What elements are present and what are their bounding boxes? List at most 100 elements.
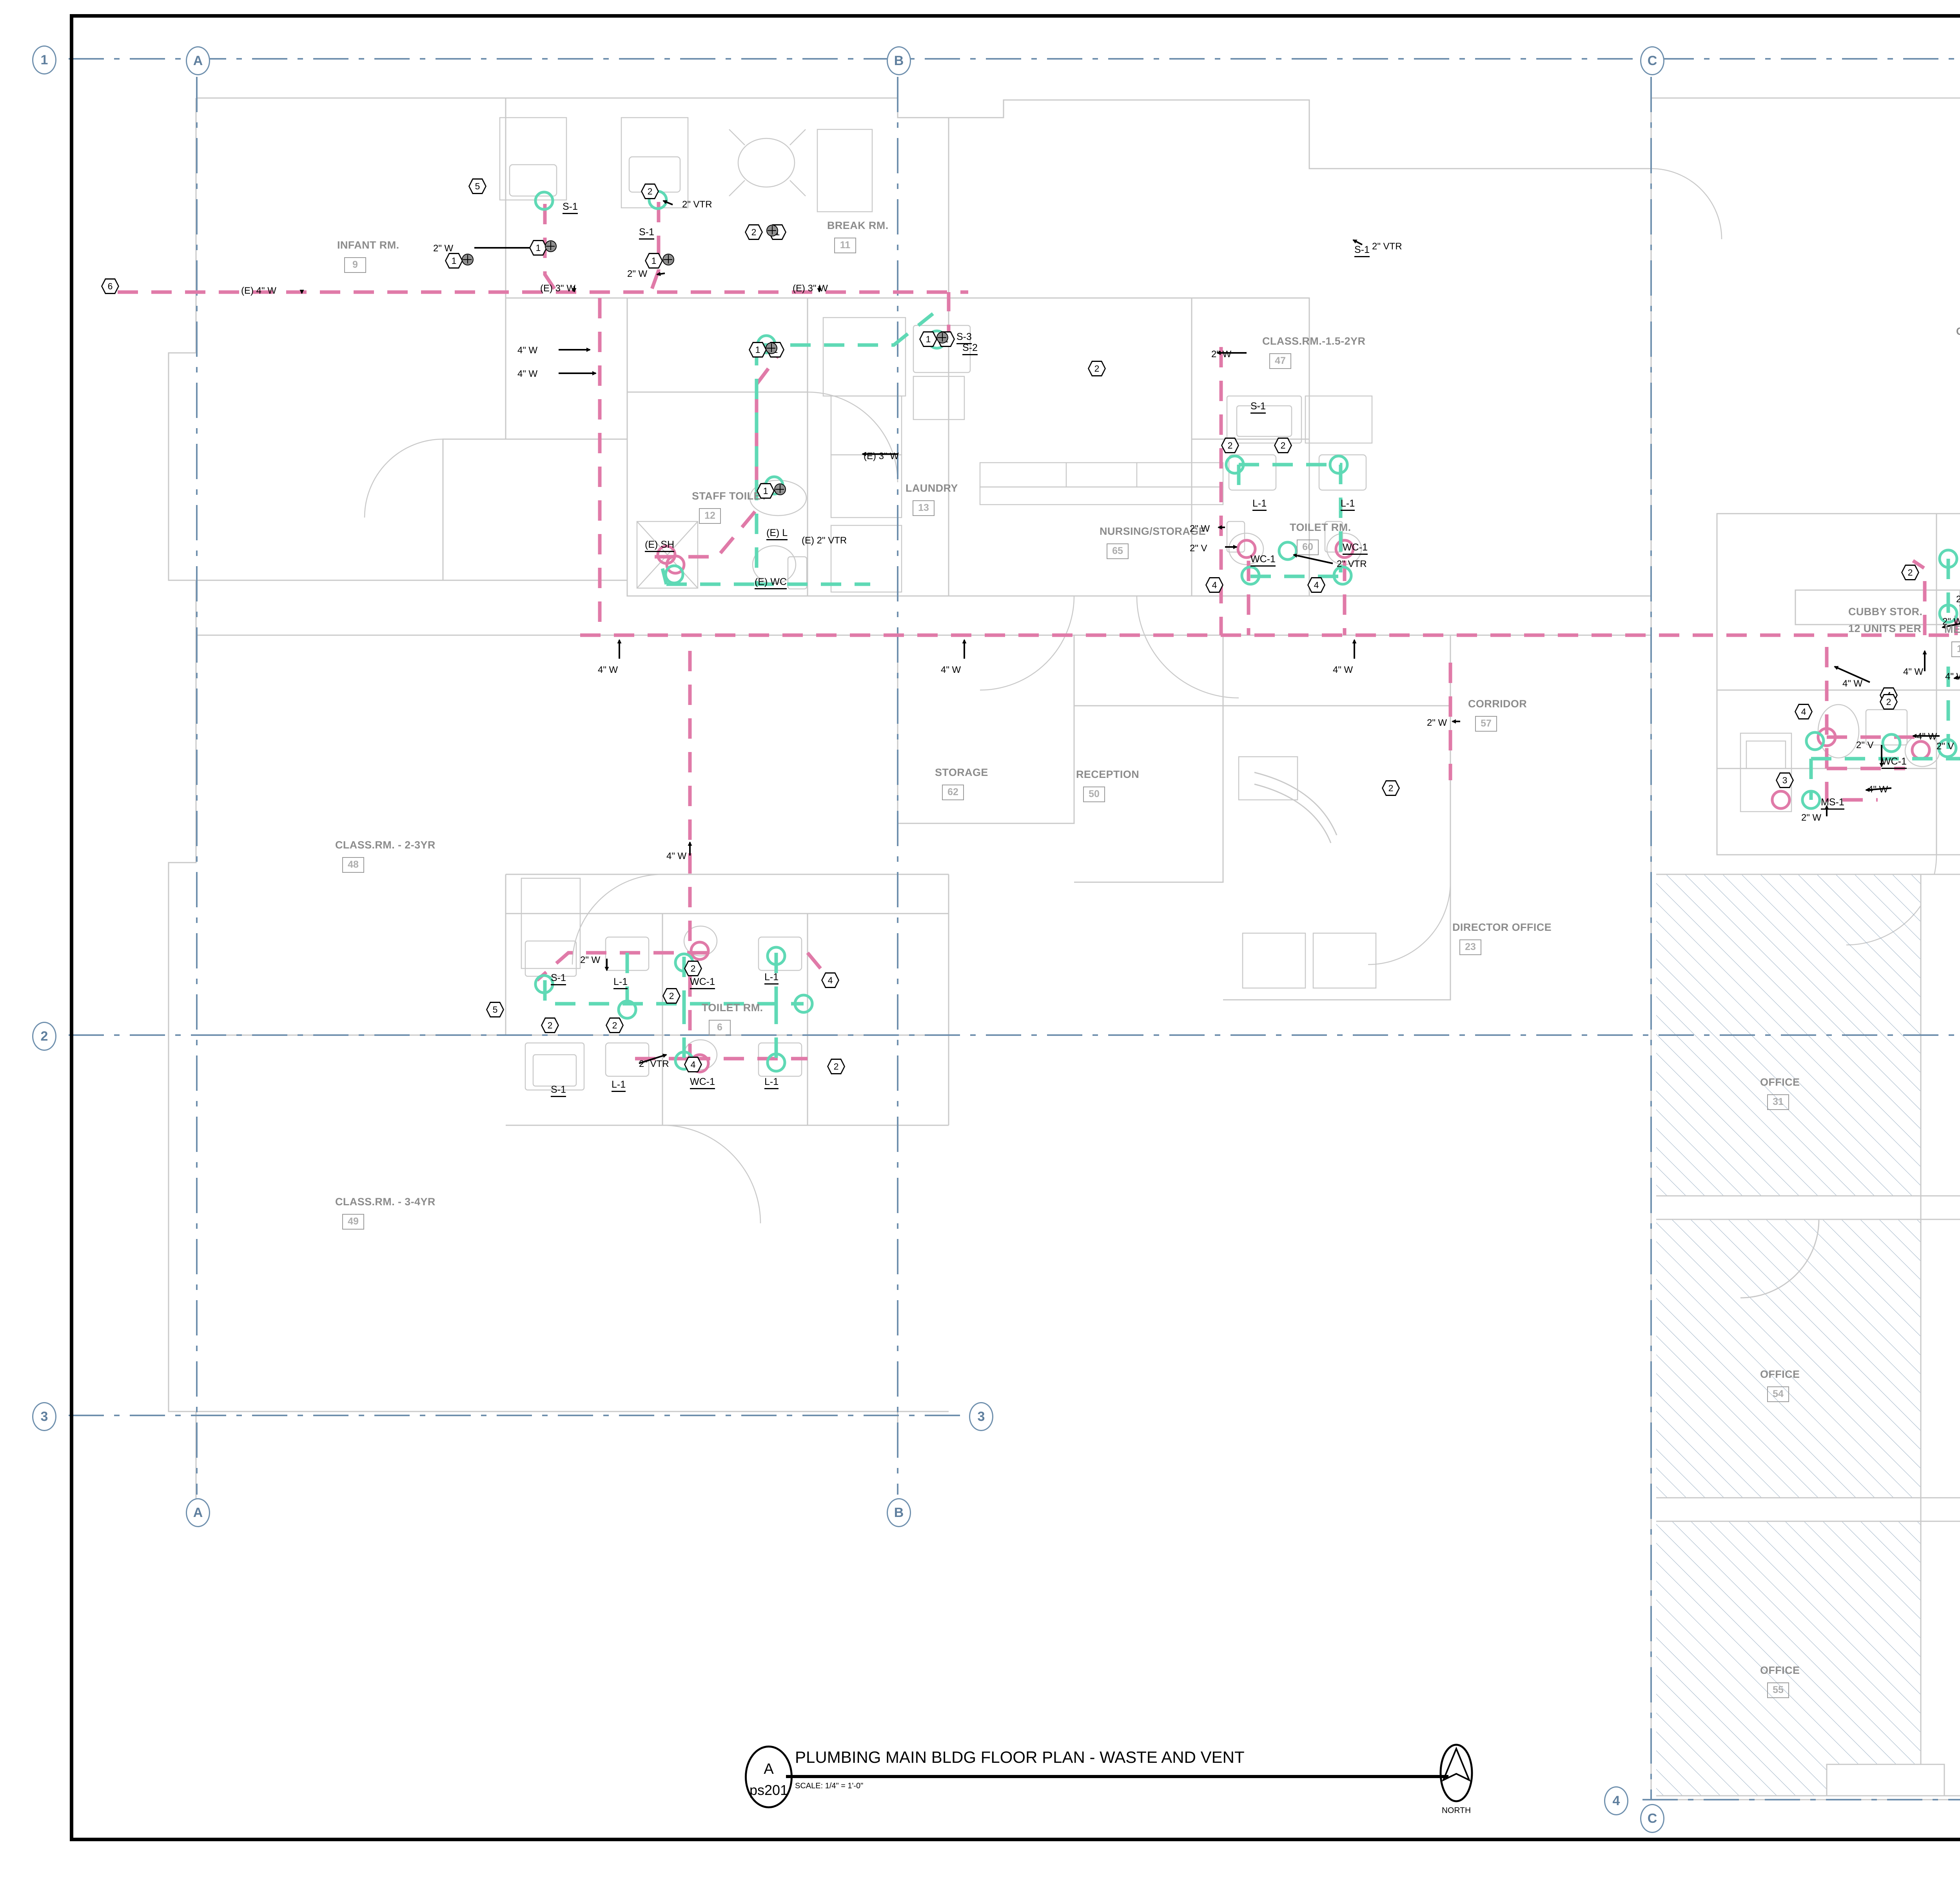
- room-name-label: TOILET RM.: [1290, 521, 1351, 533]
- keynote-hexagon-callout[interactable]: 2: [1901, 565, 1919, 580]
- pipe-size-label: 4" W: [517, 369, 538, 379]
- keynote-number: 4: [1308, 578, 1324, 592]
- pipe-size-label: 2" V: [1856, 740, 1874, 750]
- pipe-size-label: 4" W: [1333, 665, 1353, 675]
- keynote-hexagon-callout[interactable]: 4: [1205, 577, 1223, 593]
- room-name-label: RECEPTION: [1076, 768, 1140, 780]
- keynote-hexagon-callout[interactable]: 1: [529, 240, 547, 256]
- room-number-box: 23: [1459, 939, 1481, 955]
- keynote-hexagon-callout[interactable]: 1: [645, 253, 663, 269]
- pipe-size-label: (E) 3" W: [864, 451, 899, 461]
- keynote-hexagon-callout[interactable]: 4: [684, 1057, 702, 1072]
- keynote-hexagon-callout[interactable]: 4: [1307, 577, 1325, 593]
- keynote-hexagon-callout[interactable]: 2: [745, 224, 763, 240]
- keynote-hexagon-callout[interactable]: 2: [827, 1059, 845, 1074]
- keynote-hexagon-callout[interactable]: 1: [919, 331, 937, 347]
- pipe-size-label: 2" VTR: [682, 199, 712, 210]
- existing-connection-icon: [462, 254, 474, 265]
- room-name-label: CLASS.RM. - 3-4YR: [335, 1196, 436, 1208]
- fixture-tag: S-1: [639, 227, 654, 240]
- keynote-hexagon-callout[interactable]: 2: [1382, 780, 1400, 796]
- room-number-box: 65: [1107, 543, 1129, 559]
- pipe-size-label: 2" W: [580, 955, 601, 965]
- keynote-hexagon-callout[interactable]: 5: [468, 178, 486, 194]
- keynote-hexagon-callout[interactable]: 3: [1776, 772, 1794, 788]
- detail-reference-bubble[interactable]: A ps201: [745, 1746, 793, 1808]
- room-number-box: 12: [699, 508, 721, 524]
- room-number-box: 49: [342, 1214, 364, 1230]
- fixture-tag: WC-1: [690, 1076, 715, 1089]
- existing-connection-icon: [774, 483, 786, 495]
- keynote-hexagon-callout[interactable]: 2: [662, 988, 681, 1004]
- pipe-size-label: 2" V: [1936, 741, 1954, 752]
- keynote-hexagon-callout[interactable]: 2: [684, 961, 702, 976]
- room-number-box: 48: [342, 857, 364, 873]
- keynote-hexagon-callout[interactable]: 1: [757, 483, 775, 499]
- keynote-hexagon-callout[interactable]: 4: [821, 972, 839, 988]
- fixtures-casework: [364, 117, 1940, 1224]
- keynote-number: 2: [607, 1019, 622, 1032]
- fixture-tag: S-1: [1250, 401, 1266, 414]
- room-number-box: 31: [1767, 1094, 1789, 1110]
- fixture-tag: S-1: [1354, 244, 1370, 257]
- pipe-size-label: (E) 3" W: [540, 283, 575, 294]
- pipe-size-label: 2" W: [1801, 812, 1822, 823]
- pipe-size-label: 4" W: [517, 345, 538, 356]
- room-name-label: INFANT RM.: [337, 239, 399, 251]
- room-number-box: 17: [1951, 641, 1960, 657]
- fixture-tag: WC-1: [1343, 542, 1368, 555]
- keynote-hexagon-callout[interactable]: 5: [486, 1002, 504, 1017]
- keynote-hexagon-callout[interactable]: 6: [101, 278, 119, 294]
- keynote-number: 6: [102, 280, 118, 293]
- pipe-size-label: (E) 2" VTR: [802, 535, 847, 546]
- pipe-size-label: 4" W: [666, 851, 687, 861]
- fixture-tag: L-1: [612, 1079, 626, 1092]
- existing-connection-icon: [766, 225, 778, 236]
- keynote-number: 2: [664, 989, 679, 1003]
- keynote-hexagon-callout[interactable]: 1: [445, 253, 463, 269]
- pipe-size-label: 2" VTR: [1372, 241, 1402, 252]
- room-number-box: 54: [1767, 1386, 1789, 1402]
- fixture-tag: L-1: [1341, 498, 1355, 511]
- sheet-reference: ps201: [749, 1782, 788, 1798]
- keynote-hexagon-callout[interactable]: 1: [749, 342, 767, 358]
- pipe-size-label: 2" V: [1190, 543, 1207, 554]
- keynote-number: 2: [746, 225, 762, 239]
- pipe-size-label: 2" VTR: [1337, 559, 1367, 569]
- keynote-hexagon-callout[interactable]: 2: [641, 183, 659, 199]
- room-number-box: 55: [1767, 1682, 1789, 1698]
- room-name-label: CLASS. RM.-4-5YR: [1956, 325, 1960, 338]
- fixture-tag: (E) WC: [755, 576, 787, 589]
- keynote-hexagon-callout[interactable]: 2: [606, 1017, 624, 1033]
- room-name-label: CORRIDOR: [1468, 698, 1527, 710]
- keynote-hexagon-callout[interactable]: 4: [1795, 704, 1813, 719]
- fixture-tag: WC-1: [1250, 554, 1276, 567]
- fixture-tag: S-2: [962, 342, 978, 355]
- label-leader-lines: [299, 200, 1960, 1064]
- keynote-hexagon-callout[interactable]: 2: [1221, 438, 1239, 453]
- existing-connection-icon: [545, 240, 557, 252]
- fixture-tag: L-1: [1252, 498, 1267, 511]
- room-name-label: TOILET RM.: [702, 1002, 763, 1014]
- grid-bubble: C: [1640, 46, 1664, 75]
- room-name-label: NURSING/STORAGE: [1100, 525, 1206, 537]
- pipe-size-label: 4" W: [1917, 731, 1937, 742]
- keynote-hexagon-callout[interactable]: 2: [1088, 361, 1106, 376]
- keynote-number: 1: [750, 343, 766, 356]
- keynote-number: 5: [470, 180, 485, 193]
- room-number-box: 57: [1475, 716, 1497, 732]
- room-name-label: DIRECTOR OFFICE: [1452, 921, 1552, 933]
- keynote-hexagon-callout[interactable]: 2: [1274, 438, 1292, 453]
- keynote-number: 3: [1777, 774, 1793, 787]
- pipe-size-label: 2" W: [1942, 616, 1960, 627]
- keynote-number: 2: [1383, 781, 1399, 795]
- sheet-border: [70, 14, 1960, 1841]
- pipe-size-label: 2" V: [1956, 594, 1960, 605]
- room-number-box: 62: [942, 785, 964, 800]
- pipe-size-label: 4" W: [1903, 667, 1924, 677]
- keynote-hexagon-callout[interactable]: 2: [1880, 694, 1898, 710]
- view-title: PLUMBING MAIN BLDG FLOOR PLAN - WASTE AN…: [795, 1748, 1245, 1766]
- keynote-hexagon-callout[interactable]: 2: [541, 1017, 559, 1033]
- pipe-size-label: 4" W: [1945, 671, 1960, 682]
